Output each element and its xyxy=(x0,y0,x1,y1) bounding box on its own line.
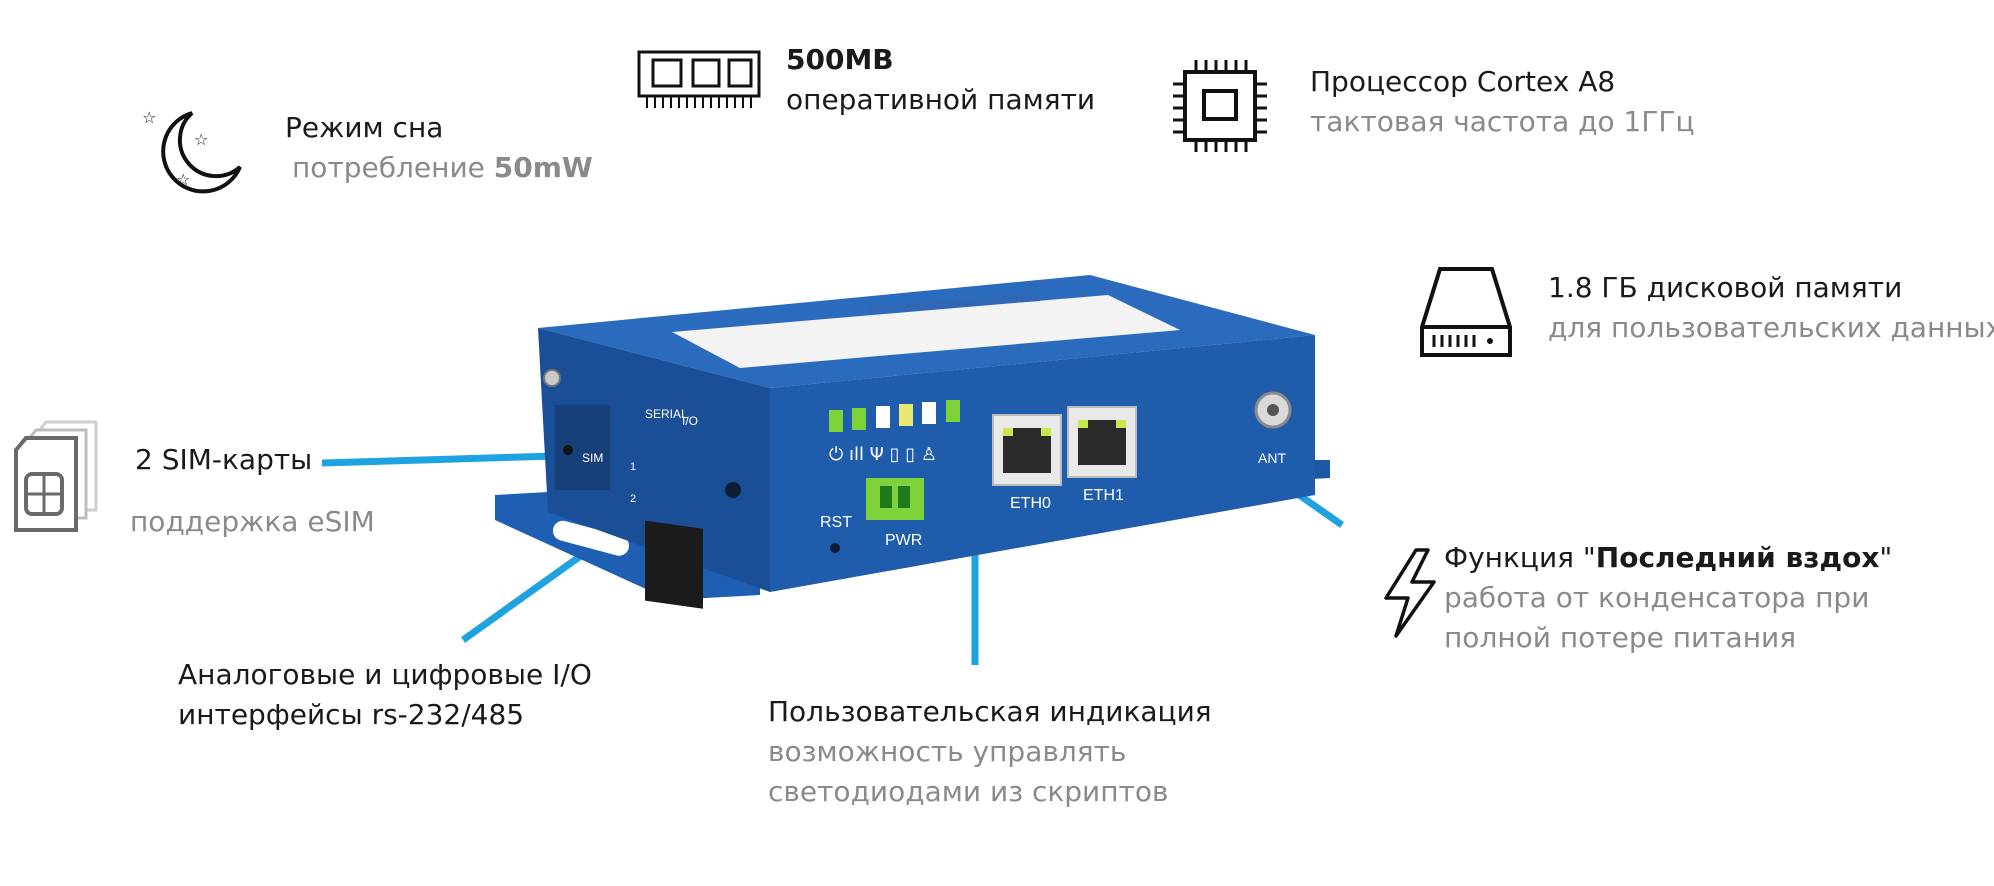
led-sub-line2: светодиодами из скриптов xyxy=(768,775,1169,808)
led-sim2 xyxy=(922,402,936,424)
sleep-sub-value: 50mW xyxy=(493,151,593,184)
disk-icon xyxy=(1420,267,1512,357)
sim-title: 2 SIM-карты xyxy=(135,443,313,476)
lastgasp-feature: Функция "Последний вздох" работа от конд… xyxy=(1444,538,1892,658)
eth0-led-left xyxy=(1003,428,1013,436)
bracket-slot xyxy=(552,520,629,556)
serial-label: SERIAL xyxy=(645,407,688,421)
led-signal xyxy=(852,408,866,430)
lastgasp-title: Функция "Последний вздох" xyxy=(1444,538,1892,578)
sim-leader-line xyxy=(321,452,557,467)
eth1-led-left xyxy=(1078,420,1088,428)
sim-card-icon xyxy=(14,420,98,532)
cpu-subtitle: тактовая частота до 1ГГц xyxy=(1310,105,1695,138)
power-connector xyxy=(866,478,924,520)
sticker-brand-band xyxy=(868,293,1040,313)
svg-text:☆: ☆ xyxy=(142,108,156,127)
router-sticker xyxy=(672,295,1180,368)
led-power xyxy=(829,410,843,432)
lastgasp-title-suffix: " xyxy=(1879,541,1893,574)
lastgasp-sub-line2: полной потере питания xyxy=(1444,621,1797,654)
ram-feature: 500MB оперативной памяти xyxy=(786,40,1095,120)
led-icons: ⏻ ıll Ψ ▯ ▯ ♙ xyxy=(829,444,937,465)
sleep-feature: Режим сна потребление 50mW xyxy=(285,108,593,188)
io-label: I/O xyxy=(682,414,698,428)
rst-label: RST xyxy=(820,514,852,531)
antenna-core xyxy=(1267,404,1279,416)
reset-hole xyxy=(830,543,840,553)
eth0-label: ETH0 xyxy=(1010,495,1051,512)
lastgasp-title-bold: Последний вздох xyxy=(1595,541,1880,574)
led-user xyxy=(946,400,960,422)
io-feature: Аналоговые и цифровые I/O интерфейсы rs-… xyxy=(178,655,592,735)
svg-text:☆: ☆ xyxy=(194,130,208,149)
sim-eject xyxy=(563,445,573,455)
sim-slot-1: 1 xyxy=(630,461,636,473)
led-title: Пользовательская индикация xyxy=(768,695,1212,728)
cpu-title: Процессор Cortex A8 xyxy=(1310,65,1616,98)
ram-icon xyxy=(637,50,761,108)
sleep-subtitle: потребление 50mW xyxy=(285,148,593,188)
ram-title: 500MB xyxy=(786,43,894,76)
lastgasp-title-prefix: Функция " xyxy=(1444,541,1596,574)
led-sub-line1: возможность управлять xyxy=(768,735,1127,768)
disk-title: 1.8 ГБ дисковой памяти xyxy=(1548,271,1903,304)
ram-subtitle: оперативной памяти xyxy=(786,83,1096,116)
sim-tray xyxy=(555,405,610,490)
cpu-icon xyxy=(1173,60,1267,152)
sleep-title: Режим сна xyxy=(285,111,444,144)
moon-icon: ☆ ☆ ☆ xyxy=(142,108,242,194)
power-pin-2 xyxy=(898,486,910,508)
sleep-sub-prefix: потребление xyxy=(292,151,494,184)
sim-feature: 2 SIM-карты поддержка eSIM xyxy=(130,440,375,542)
led-antenna xyxy=(876,406,890,428)
io-line2: интерфейсы rs-232/485 xyxy=(178,698,525,731)
eth1-label: ETH1 xyxy=(1083,487,1124,504)
lastgasp-sub-line1: работа от конденсатора при xyxy=(1444,581,1870,614)
side-jack xyxy=(725,482,741,498)
eth1-led-right xyxy=(1116,420,1126,428)
ground-screw xyxy=(543,369,561,387)
sim-label: SIM xyxy=(582,451,603,465)
lightning-icon xyxy=(1384,548,1436,638)
sim-slot-2: 2 xyxy=(630,493,636,505)
svg-text:☆: ☆ xyxy=(176,170,190,189)
led-feature: Пользовательская индикация возможность у… xyxy=(768,692,1212,812)
disk-feature: 1.8 ГБ дисковой памяти для пользовательс… xyxy=(1548,268,1994,348)
power-pin-1 xyxy=(880,486,892,508)
cpu-feature: Процессор Cortex A8 тактовая частота до … xyxy=(1310,62,1695,142)
pwr-label: PWR xyxy=(885,532,922,549)
disk-subtitle: для пользовательских данных xyxy=(1548,311,1994,344)
serial-connector xyxy=(645,520,703,609)
io-line1: Аналоговые и цифровые I/O xyxy=(178,658,592,691)
sim-subtitle: поддержка eSIM xyxy=(130,505,375,538)
led-row xyxy=(829,400,960,432)
led-sim1 xyxy=(899,404,913,426)
ant-label: ANT xyxy=(1258,450,1286,466)
eth0-led-right xyxy=(1041,428,1051,436)
router-left-face xyxy=(538,328,770,592)
